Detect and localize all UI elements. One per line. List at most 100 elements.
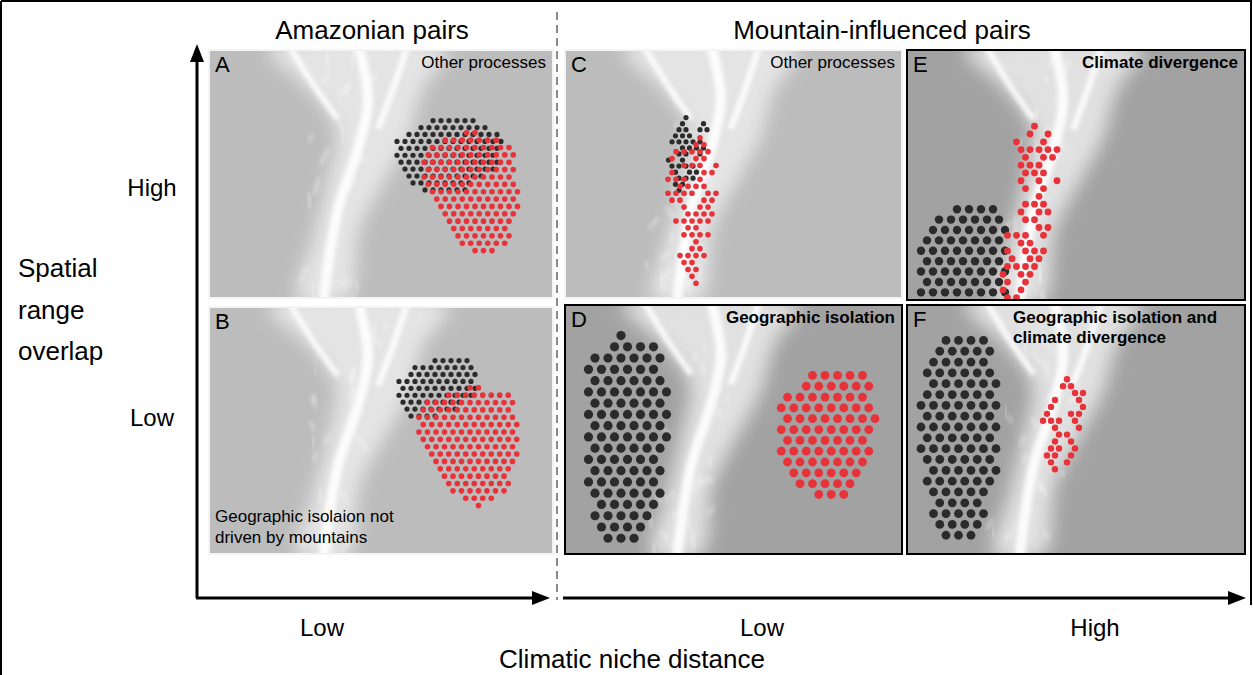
range-dot bbox=[489, 233, 495, 239]
range-dot bbox=[796, 479, 805, 488]
panel-letter: D bbox=[571, 308, 587, 332]
range-dot bbox=[1027, 240, 1034, 247]
scenario-panel: EClimate divergence bbox=[906, 49, 1246, 301]
range-dot bbox=[454, 392, 460, 398]
range-dot bbox=[705, 204, 711, 210]
range-dot bbox=[420, 365, 425, 370]
range-dot bbox=[467, 459, 473, 465]
range-dot bbox=[839, 490, 848, 499]
range-dot bbox=[935, 477, 944, 486]
terrain-streak bbox=[705, 345, 708, 351]
range-dot bbox=[1040, 247, 1047, 254]
range-dot bbox=[610, 522, 619, 531]
range-dot bbox=[846, 458, 855, 467]
range-dot bbox=[436, 365, 441, 370]
range-dot bbox=[852, 425, 861, 434]
range-dot bbox=[471, 437, 477, 443]
range-dot bbox=[689, 246, 695, 252]
range-dot bbox=[442, 444, 448, 450]
range-dots bbox=[1000, 123, 1061, 301]
terrain-streak bbox=[675, 122, 678, 129]
range-dot bbox=[480, 437, 486, 443]
range-dot bbox=[948, 498, 957, 507]
range-dot bbox=[687, 170, 692, 175]
range-dot bbox=[424, 386, 429, 391]
range-dot bbox=[425, 167, 431, 173]
map-panel bbox=[564, 304, 903, 555]
range-dot bbox=[472, 174, 478, 180]
range-dot bbox=[446, 132, 451, 137]
range-dot bbox=[827, 447, 836, 456]
terrain-streak bbox=[353, 150, 366, 163]
range-dot bbox=[418, 153, 423, 158]
range-dot bbox=[948, 390, 957, 399]
range-dot bbox=[468, 152, 474, 158]
range-dot bbox=[454, 422, 460, 428]
range-dot bbox=[510, 414, 516, 420]
range-dot bbox=[442, 167, 448, 173]
terrain-streak bbox=[673, 89, 678, 107]
range-dot bbox=[610, 410, 619, 419]
range-dot bbox=[965, 267, 973, 275]
range-dot bbox=[808, 436, 817, 445]
range-dot bbox=[942, 358, 951, 367]
range-dot bbox=[827, 403, 836, 412]
range-dot bbox=[673, 218, 679, 224]
terrain-streak bbox=[708, 174, 712, 186]
range-dot bbox=[669, 163, 674, 168]
range-dot bbox=[484, 444, 490, 450]
range-dot bbox=[426, 139, 431, 144]
range-dot bbox=[954, 444, 963, 453]
range-dot bbox=[420, 422, 426, 428]
range-dot bbox=[989, 247, 997, 255]
range-dot bbox=[821, 436, 830, 445]
range-dot bbox=[697, 135, 703, 141]
range-dot bbox=[971, 257, 979, 265]
range-dot bbox=[917, 444, 926, 453]
range-dot bbox=[481, 233, 487, 239]
range-dot bbox=[510, 400, 516, 406]
range-dot bbox=[783, 458, 792, 467]
range-dot bbox=[1031, 216, 1038, 223]
process-label: Geographic isolation and climate diverge… bbox=[1013, 308, 1238, 349]
range-dot bbox=[484, 414, 490, 420]
range-dot bbox=[701, 170, 707, 176]
range-dot bbox=[493, 226, 499, 232]
range-dot bbox=[948, 455, 957, 464]
range-dot bbox=[960, 347, 969, 356]
range-dot bbox=[814, 425, 823, 434]
range-dot bbox=[394, 153, 399, 158]
range-dot bbox=[985, 412, 994, 421]
scenario-panel: AOther processes bbox=[208, 49, 554, 299]
range-dot bbox=[802, 447, 811, 456]
range-dots bbox=[666, 115, 710, 193]
range-dot bbox=[960, 412, 969, 421]
range-dot bbox=[489, 174, 495, 180]
range-dot bbox=[1045, 224, 1052, 231]
range-dot bbox=[603, 466, 612, 475]
range-dot bbox=[1036, 224, 1043, 231]
range-dot bbox=[476, 240, 482, 246]
range-dot bbox=[425, 429, 431, 435]
range-dot bbox=[979, 423, 988, 432]
range-dots bbox=[1040, 376, 1086, 472]
range-dot bbox=[514, 422, 520, 428]
range-dot bbox=[421, 174, 427, 180]
range-dot bbox=[917, 247, 925, 255]
range-dot bbox=[590, 466, 599, 475]
range-dot bbox=[464, 159, 470, 165]
range-dot bbox=[416, 400, 421, 405]
range-dot bbox=[864, 382, 873, 391]
terrain-streak bbox=[649, 217, 659, 229]
range-dot bbox=[463, 451, 469, 457]
range-dot bbox=[410, 139, 415, 144]
range-dot bbox=[493, 196, 499, 202]
range-dot bbox=[444, 365, 449, 370]
range-dot bbox=[451, 196, 457, 202]
range-dot bbox=[839, 382, 848, 391]
terrain-streak bbox=[369, 332, 380, 346]
terrain-streak bbox=[701, 363, 706, 373]
range-dot bbox=[396, 379, 401, 384]
range-dot bbox=[1027, 271, 1034, 278]
range-dot bbox=[1044, 411, 1050, 417]
